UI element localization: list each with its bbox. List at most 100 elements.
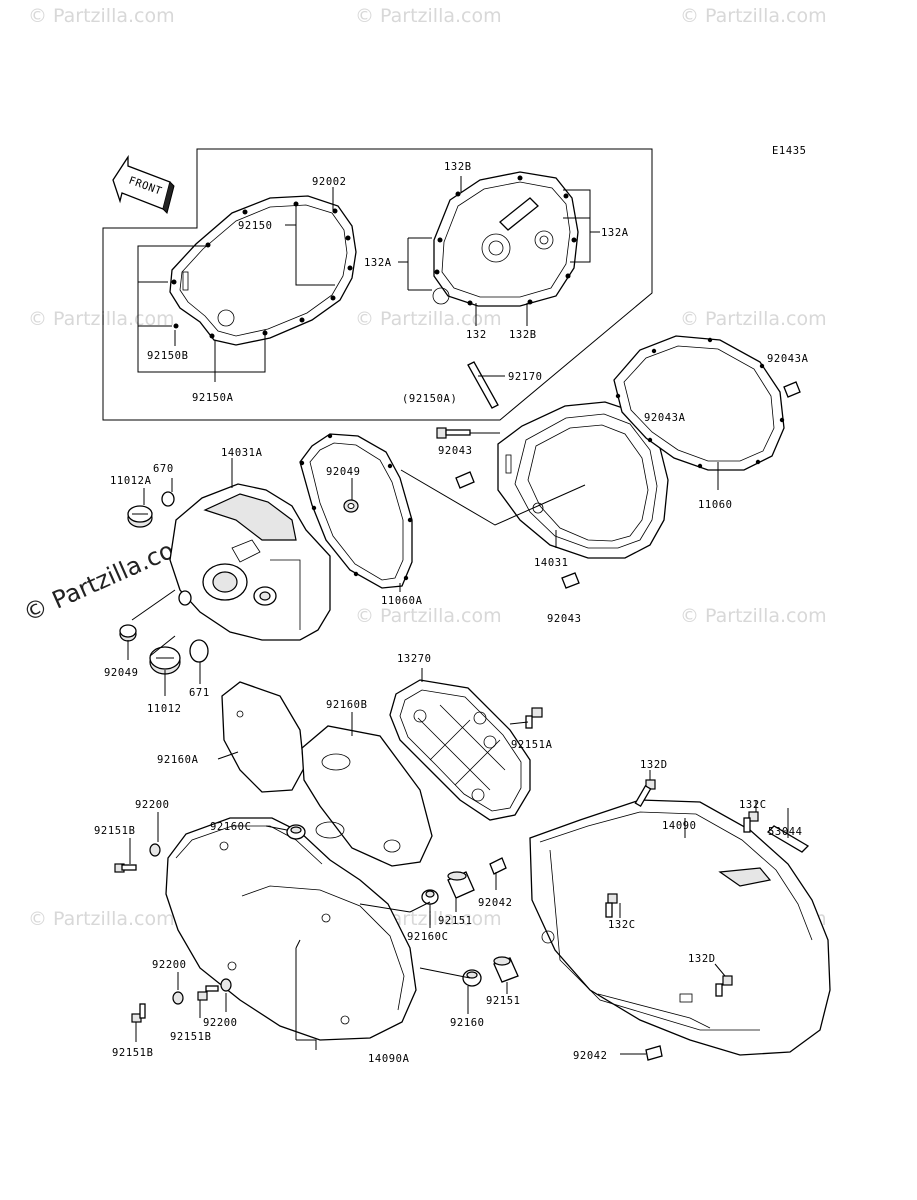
label-92151b-top: 92151B [94, 825, 136, 837]
dowel-92043a-right [783, 381, 801, 398]
label-132c-mid: 132C [608, 919, 636, 931]
label-92150a-paren: (92150A) [402, 393, 457, 405]
label-92200-left: 92200 [152, 959, 187, 971]
label-92200-bottom: 92200 [203, 1017, 238, 1029]
watermark: © Partzilla.com [355, 308, 502, 330]
label-92043-top: 92043 [438, 445, 473, 457]
inset-leaders [137, 176, 600, 382]
plate-13270 [389, 679, 531, 821]
watermark: © Partzilla.com [28, 908, 175, 930]
strap-92170 [467, 361, 499, 409]
figure-code: E1435 [772, 145, 807, 157]
dowel-92043-bottom [561, 572, 580, 589]
middle-left-leaders [127, 458, 233, 696]
bolt-92150a [436, 427, 471, 439]
bolt-132c-top [743, 811, 759, 833]
washer-92200-left [172, 991, 184, 1005]
gasket-92002 [169, 195, 357, 346]
collar-92160 [462, 969, 482, 987]
label-132c-top: 132C [739, 799, 767, 811]
label-14090a: 14090A [368, 1053, 410, 1065]
oring-670 [161, 491, 175, 507]
leader-14031 [400, 469, 586, 526]
oring-671 [189, 639, 209, 663]
watermark: © Partzilla.com [680, 308, 827, 330]
cover-14090 [529, 799, 831, 1056]
oring-small [178, 590, 192, 606]
leader-92160c-mid [359, 901, 431, 913]
label-14090: 14090 [662, 820, 697, 832]
label-92042-mid: 92042 [478, 897, 513, 909]
label-92160a: 92160A [157, 754, 199, 766]
label-92151-mid: 92151 [438, 915, 473, 927]
label-92002: 92002 [312, 176, 347, 188]
label-11060: 11060 [698, 499, 733, 511]
label-132: 132 [466, 329, 487, 341]
watermark: © Partzilla.com [680, 5, 827, 27]
part-labels: 92002 132B 92150 132A 132A 92150B 132 13… [94, 161, 808, 1065]
bolt-92151b-bottom [197, 985, 219, 1001]
bolt-132d-bottom [715, 975, 733, 997]
label-92150b: 92150B [147, 350, 189, 362]
label-92043-bottom: 92043 [547, 613, 582, 625]
label-92160: 92160 [450, 1017, 485, 1029]
gasket-11060a [299, 433, 413, 589]
label-92160b: 92160B [326, 699, 368, 711]
label-92151b-bottom: 92151B [170, 1031, 212, 1043]
gasket-11060 [613, 335, 785, 471]
bolt-92151a [525, 707, 543, 729]
spacer-92151 [447, 871, 475, 899]
watermark: © Partzilla.com [355, 605, 502, 627]
seal-92049-top [343, 499, 359, 513]
front-arrow-icon: FRONT [112, 154, 175, 214]
leader-92160 [419, 967, 471, 979]
label-53044: 53044 [768, 826, 803, 838]
label-11012: 11012 [147, 703, 182, 715]
label-92200-top: 92200 [135, 799, 170, 811]
label-670: 670 [153, 463, 174, 475]
label-132a-right: 132A [601, 227, 629, 239]
bolt-132c-mid [605, 893, 618, 918]
label-92150: 92150 [238, 220, 273, 232]
label-92049-top: 92049 [326, 466, 361, 478]
label-92043a: 92043A [644, 412, 686, 424]
watermark: © Partzilla.com [680, 605, 827, 627]
spacer-92151-bottom [493, 956, 519, 983]
watermark: © Partzilla.com [28, 5, 175, 27]
watermark: © Partzilla.com [355, 5, 502, 27]
label-92049-bottom: 92049 [104, 667, 139, 679]
label-92160c-top: 92160C [210, 821, 252, 833]
label-92150a: 92150A [192, 392, 234, 404]
label-92170: 92170 [508, 371, 543, 383]
strip-53044 [766, 825, 810, 853]
dowel-92043 [455, 471, 475, 489]
bolt-92151b-left [131, 1003, 146, 1023]
label-92151-bottom: 92151 [486, 995, 521, 1007]
inner-cover-inset [432, 171, 579, 307]
label-132a-left: 132A [364, 257, 392, 269]
label-132d-top: 132D [640, 759, 668, 771]
seal-92049-bottom [119, 624, 137, 642]
label-92042-bottom: 92042 [573, 1050, 608, 1062]
label-671: 671 [189, 687, 210, 699]
label-132d-bottom: 132D [688, 953, 716, 965]
leader-14090a [295, 939, 317, 1050]
label-11060a: 11060A [381, 595, 423, 607]
dowel-92042-bottom [645, 1045, 663, 1061]
label-14031: 14031 [534, 557, 569, 569]
collar-92160c-top [286, 824, 306, 840]
watermark: © Partzilla.com [28, 308, 175, 330]
bolt-132d-top [634, 779, 656, 808]
housing-14031a [169, 483, 331, 641]
washer-92200-top [149, 843, 161, 857]
dowel-92042 [489, 857, 507, 875]
inset-frame [102, 148, 653, 421]
pad-92160b [301, 725, 433, 867]
cover-14031 [497, 401, 669, 559]
label-132b-top: 132B [444, 161, 472, 173]
label-14031a: 14031A [221, 447, 263, 459]
label-92160c-mid: 92160C [407, 931, 449, 943]
pad-92160a [221, 681, 305, 793]
label-92151a: 92151A [511, 739, 553, 751]
